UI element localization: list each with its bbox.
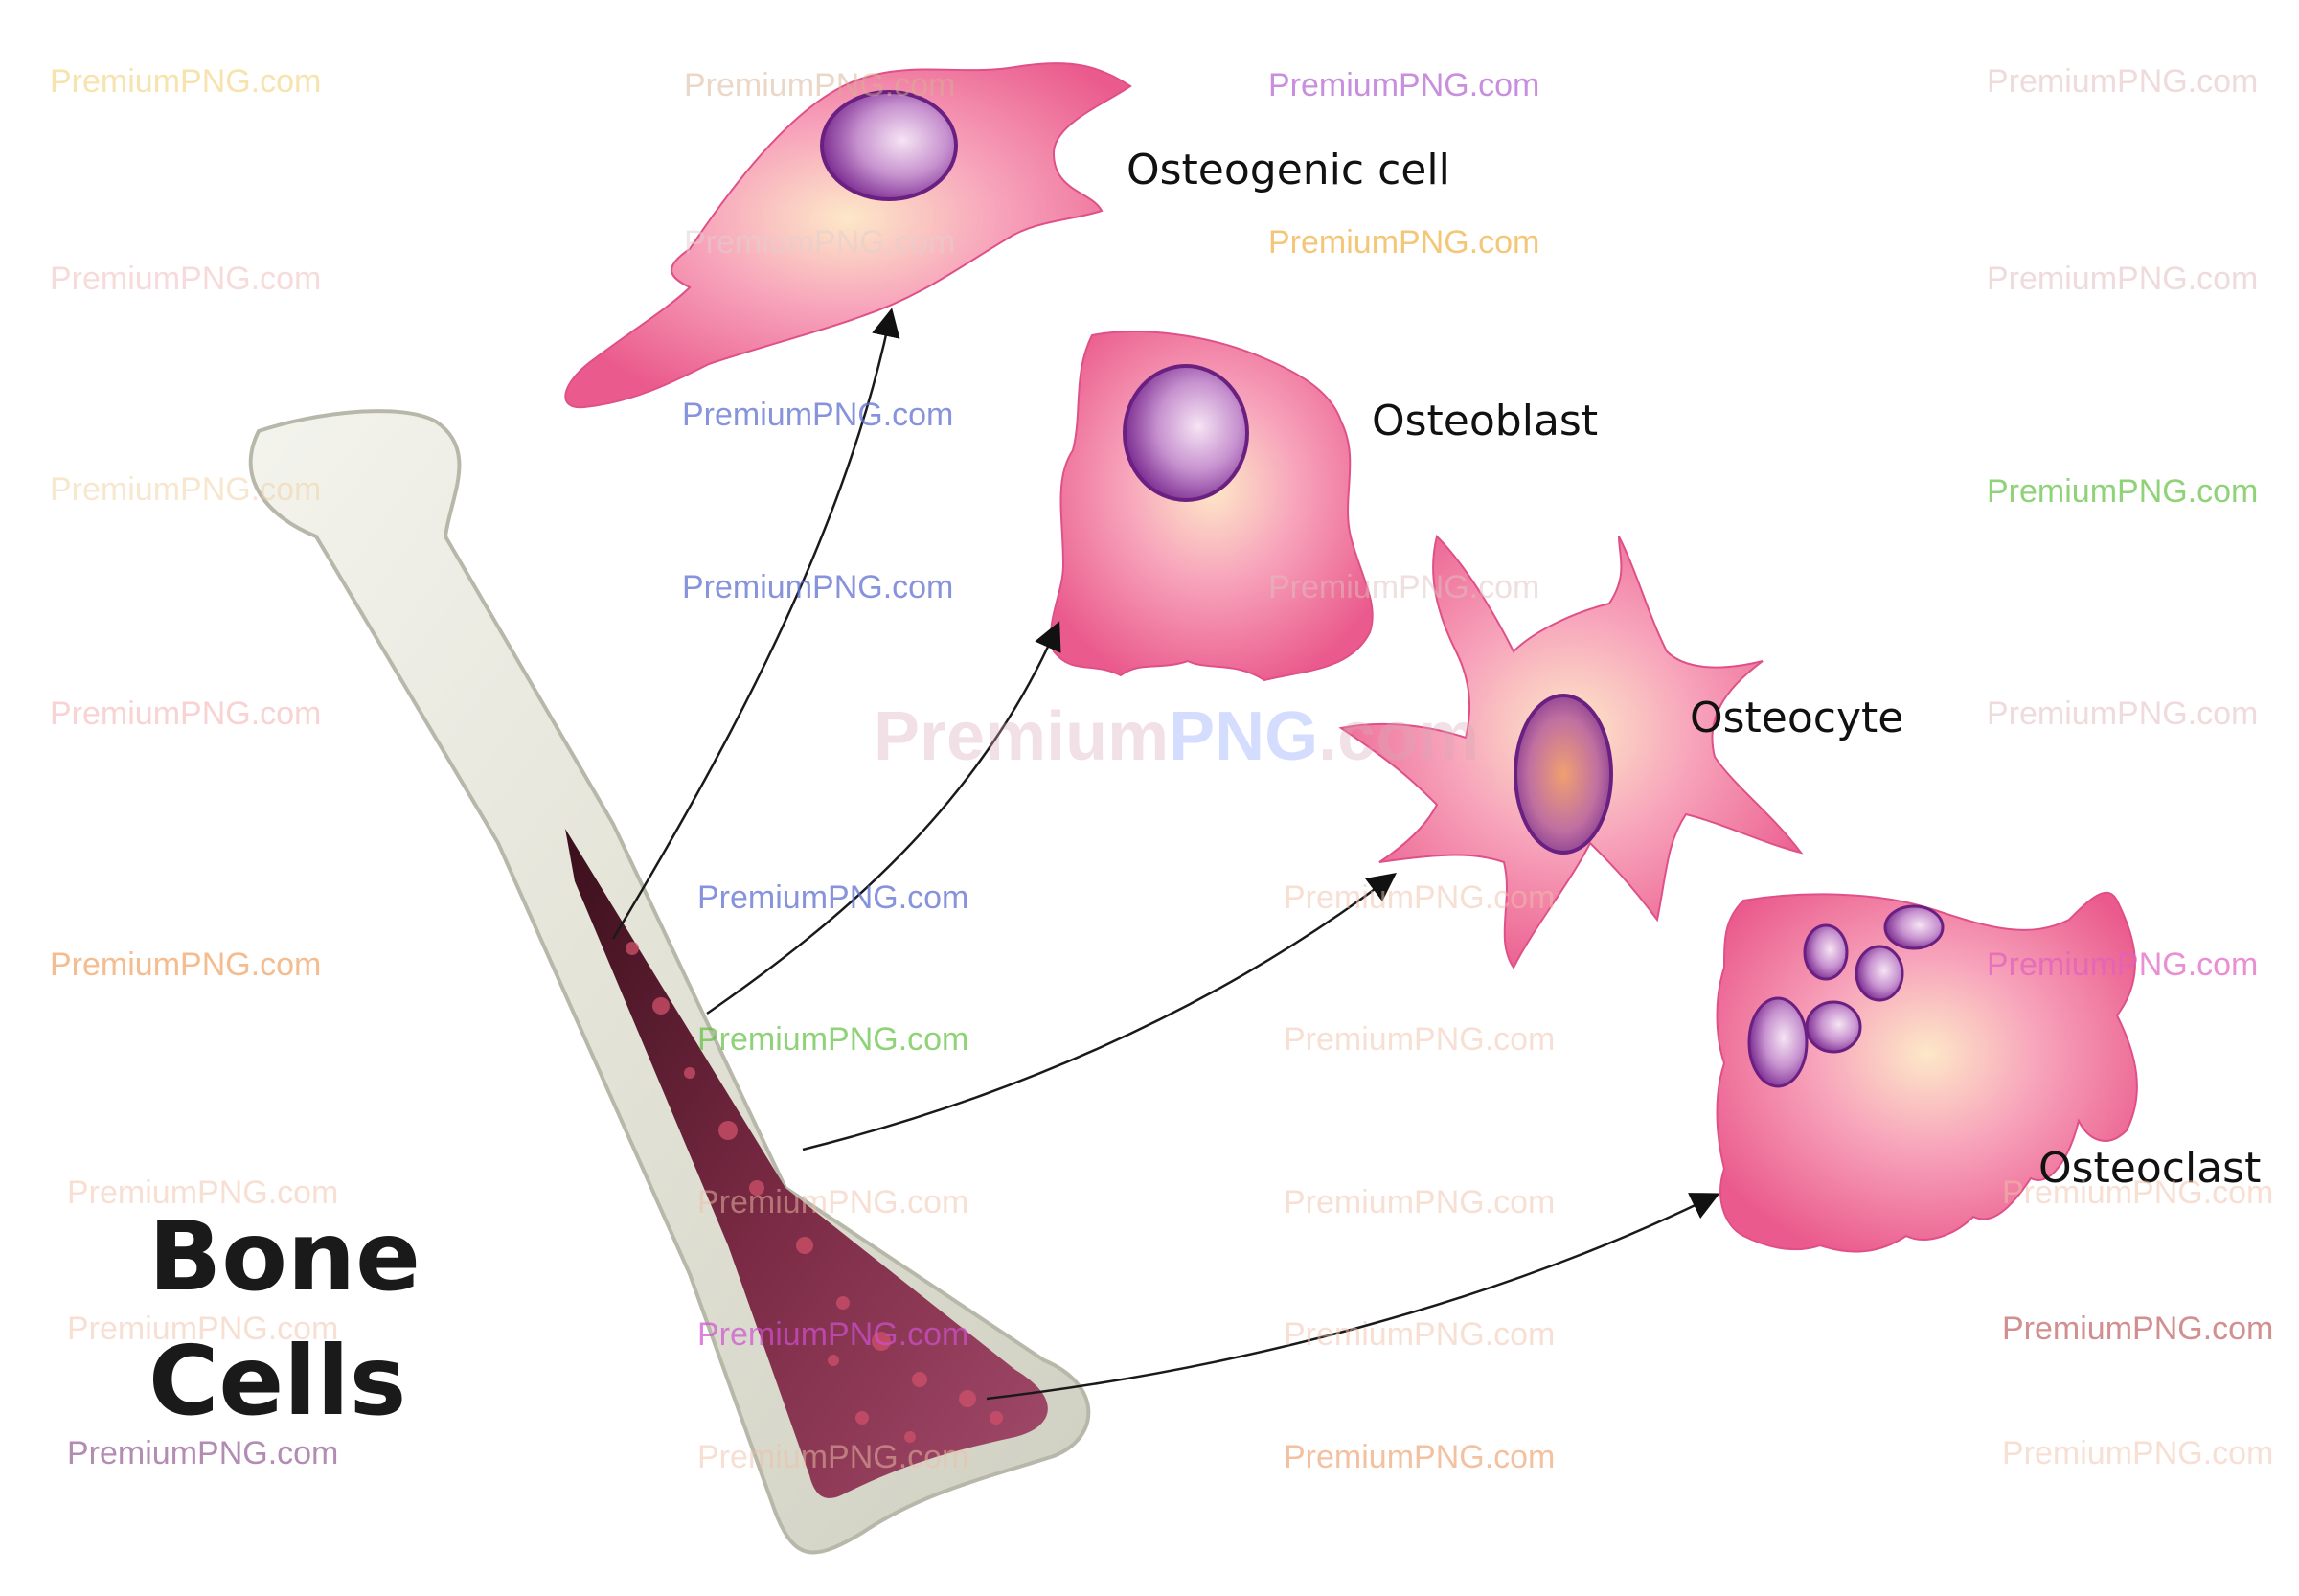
watermark: PremiumPNG.com [1284, 1439, 1556, 1475]
title-line-2: Cells [148, 1325, 407, 1437]
watermark: PremiumPNG.com [684, 224, 956, 261]
osteocyte-shape [1338, 535, 1804, 969]
marrow-spots [626, 942, 1003, 1443]
watermark: PremiumPNG.com [697, 879, 969, 916]
arrow-to-osteoclast [986, 1193, 1720, 1401]
watermark: PremiumPNG.com [1987, 946, 2259, 983]
osteogenic-nucleus [820, 90, 958, 201]
center-watermark-part2: PNG [1169, 698, 1319, 775]
center-watermark: PremiumPNG.com [874, 697, 1479, 776]
watermark: PremiumPNG.com [697, 1439, 969, 1475]
watermark: PremiumPNG.com [1284, 1316, 1556, 1353]
watermark: PremiumPNG.com [67, 1435, 339, 1471]
watermark: PremiumPNG.com [1284, 879, 1556, 916]
osteoblast-shape [1050, 331, 1374, 682]
watermark: PremiumPNG.com [1987, 63, 2259, 100]
osteocyte-nucleus [1514, 694, 1613, 855]
watermark: PremiumPNG.com [2002, 1174, 2274, 1211]
label-osteoclast: Osteoclast [2038, 1144, 2262, 1193]
watermark: PremiumPNG.com [1268, 569, 1540, 605]
label-osteocyte: Osteocyte [1690, 694, 1904, 742]
watermark: PremiumPNG.com [1268, 67, 1540, 103]
watermark: PremiumPNG.com [697, 1316, 969, 1353]
watermark: PremiumPNG.com [697, 1021, 969, 1058]
title-line-1: Bone [148, 1200, 421, 1312]
watermark: PremiumPNG.com [682, 397, 954, 433]
watermark: PremiumPNG.com [2002, 1435, 2274, 1471]
osteoclast-nuclei [1747, 904, 1945, 1088]
arrow-to-osteocyte [802, 872, 1397, 1151]
watermark: PremiumPNG.com [1987, 261, 2259, 297]
center-watermark-part3: .com [1318, 698, 1480, 775]
label-osteogenic-cell: Osteogenic cell [1127, 146, 1450, 194]
watermark: PremiumPNG.com [1987, 473, 2259, 510]
watermark: PremiumPNG.com [50, 63, 322, 100]
watermark: PremiumPNG.com [67, 1174, 339, 1211]
watermark: PremiumPNG.com [1284, 1021, 1556, 1058]
watermark: PremiumPNG.com [2002, 1311, 2274, 1347]
watermark: PremiumPNG.com [697, 1184, 969, 1220]
watermark: PremiumPNG.com [67, 1311, 339, 1347]
watermark: PremiumPNG.com [684, 67, 956, 103]
long-bone [248, 409, 1091, 1555]
center-watermark-part1: Premium [874, 698, 1170, 775]
watermark: PremiumPNG.com [1268, 224, 1540, 261]
arrow-to-osteoblast [706, 621, 1061, 1015]
osteoblast-nucleus [1123, 364, 1249, 502]
bone-marrow [565, 829, 1048, 1498]
osteoclast-shape [1716, 891, 2138, 1253]
watermark: PremiumPNG.com [50, 946, 322, 983]
arrow-to-osteogenic [611, 308, 900, 940]
osteogenic-cell-shape [564, 62, 1132, 409]
watermark: PremiumPNG.com [50, 695, 322, 732]
watermark: PremiumPNG.com [50, 471, 322, 508]
label-osteoblast: Osteoblast [1372, 397, 1599, 445]
watermark: PremiumPNG.com [50, 261, 322, 297]
watermark: PremiumPNG.com [1987, 695, 2259, 732]
watermark: PremiumPNG.com [1284, 1184, 1556, 1220]
arrows [611, 308, 1720, 1401]
watermark: PremiumPNG.com [682, 569, 954, 605]
